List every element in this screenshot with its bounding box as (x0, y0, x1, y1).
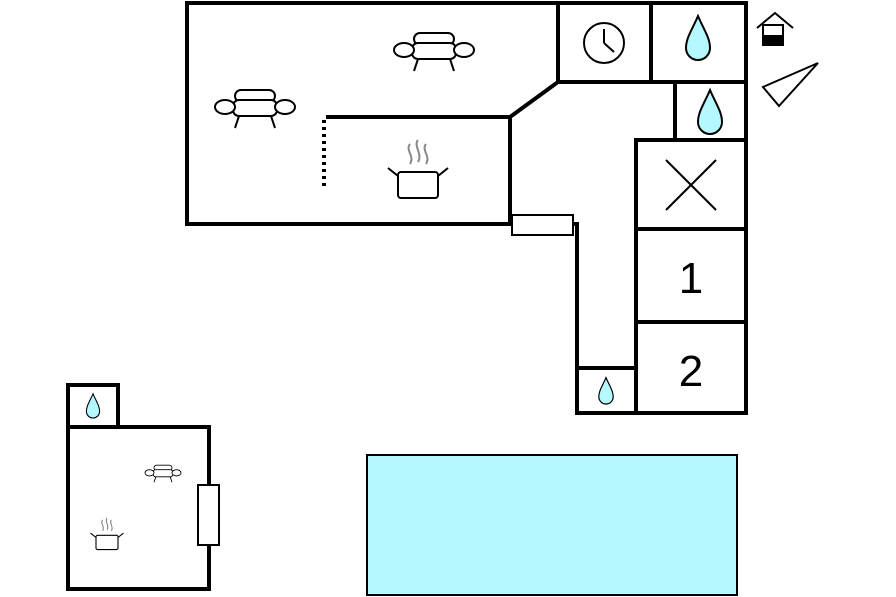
bedroom-1-number: 1 (679, 254, 703, 303)
water-drop-icon (598, 377, 614, 405)
annex-door (197, 484, 220, 546)
north-arrow-icon (761, 62, 819, 108)
clock-icon (583, 22, 625, 64)
water-drop-icon (85, 393, 101, 419)
main-building: 1 2 (185, 1, 748, 415)
cooking-pot-icon (387, 139, 449, 199)
entrance-door (511, 214, 574, 236)
water-drop-icon (685, 15, 711, 61)
sofa-icon (393, 32, 475, 72)
hallway (510, 222, 636, 415)
cross-icon (665, 159, 717, 211)
house-entrance-icon (756, 11, 794, 46)
water-drop-icon (697, 89, 723, 135)
annex-room (66, 383, 211, 591)
sofa-icon (144, 464, 182, 483)
bedroom-2-number: 2 (679, 347, 703, 396)
sofa-icon (214, 89, 296, 129)
annex-building (66, 383, 220, 591)
cooking-pot-icon (89, 517, 125, 551)
swimming-pool (366, 454, 738, 596)
